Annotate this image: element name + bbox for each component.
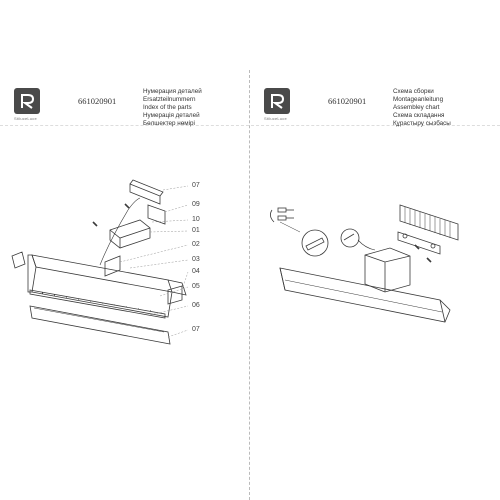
part-number: 03 (192, 256, 200, 263)
terminal-detail (340, 228, 360, 248)
part-number: 10 (192, 216, 200, 223)
title-ru: Схема сборки (393, 88, 434, 95)
part-holder (147, 204, 166, 225)
part-arm (104, 255, 121, 277)
fold-guide-vertical (249, 70, 250, 500)
brand-logo-icon (271, 94, 285, 109)
title-kk: Бөлшектер нөмірі (143, 120, 195, 127)
part-number: 07 (192, 182, 200, 189)
product-code: 661020901 (78, 96, 117, 106)
product-code: 661020901 (328, 96, 367, 106)
brand-name: StiluceLuce (264, 116, 287, 121)
title-uk: Схема складання (393, 112, 445, 119)
part-clip (11, 251, 26, 269)
part-end-cap (167, 285, 183, 305)
part-diffuser (29, 305, 171, 345)
title-kk: Құрастыру сызбасы (393, 120, 451, 127)
part-number: 09 (192, 201, 200, 208)
part-driver-box (109, 219, 151, 249)
brand-logo-icon (21, 94, 35, 109)
part-number: 01 (192, 227, 200, 234)
part-number: 07 (192, 326, 200, 333)
title-en: Index of the parts (143, 104, 192, 111)
title-ru: Нумерация деталей (143, 88, 202, 95)
part-number: 02 (192, 241, 200, 248)
wire-icon (270, 209, 275, 223)
exploded-view-drawing (11, 179, 189, 345)
part-screw (92, 221, 98, 227)
assembly-drawing (270, 204, 459, 323)
assembly-chart-page: StiluceLuce 661020901 Схема сборки Monta… (250, 0, 500, 500)
brand-logo (14, 88, 40, 114)
wall-plate (399, 204, 459, 241)
brand-logo (264, 88, 290, 114)
part-number: 04 (192, 268, 200, 275)
title-de: Montageanleitung (393, 96, 444, 103)
connector-detail (301, 229, 329, 257)
part-led-board (29, 289, 166, 319)
parts-titles: Нумерация деталей Ersatzteilnummern Inde… (143, 88, 202, 128)
part-number: 06 (192, 302, 200, 309)
brand-name: StiluceLuce (14, 116, 37, 121)
title-de: Ersatzteilnummern (143, 96, 196, 103)
part-number: 05 (192, 283, 200, 290)
assembly-titles: Схема сборки Montageanleitung Assembley … (393, 88, 451, 128)
part-bracket (129, 183, 161, 205)
parts-index-page: StiluceLuce 661020901 Нумерация деталей … (11, 88, 202, 345)
title-uk: Нумерація деталей (143, 112, 200, 119)
wall-screw (426, 257, 432, 263)
fold-guide-horizontal (0, 125, 500, 126)
title-en: Assembley chart (393, 104, 440, 111)
mounting-bracket (397, 231, 441, 255)
lamp-arm (364, 247, 411, 293)
